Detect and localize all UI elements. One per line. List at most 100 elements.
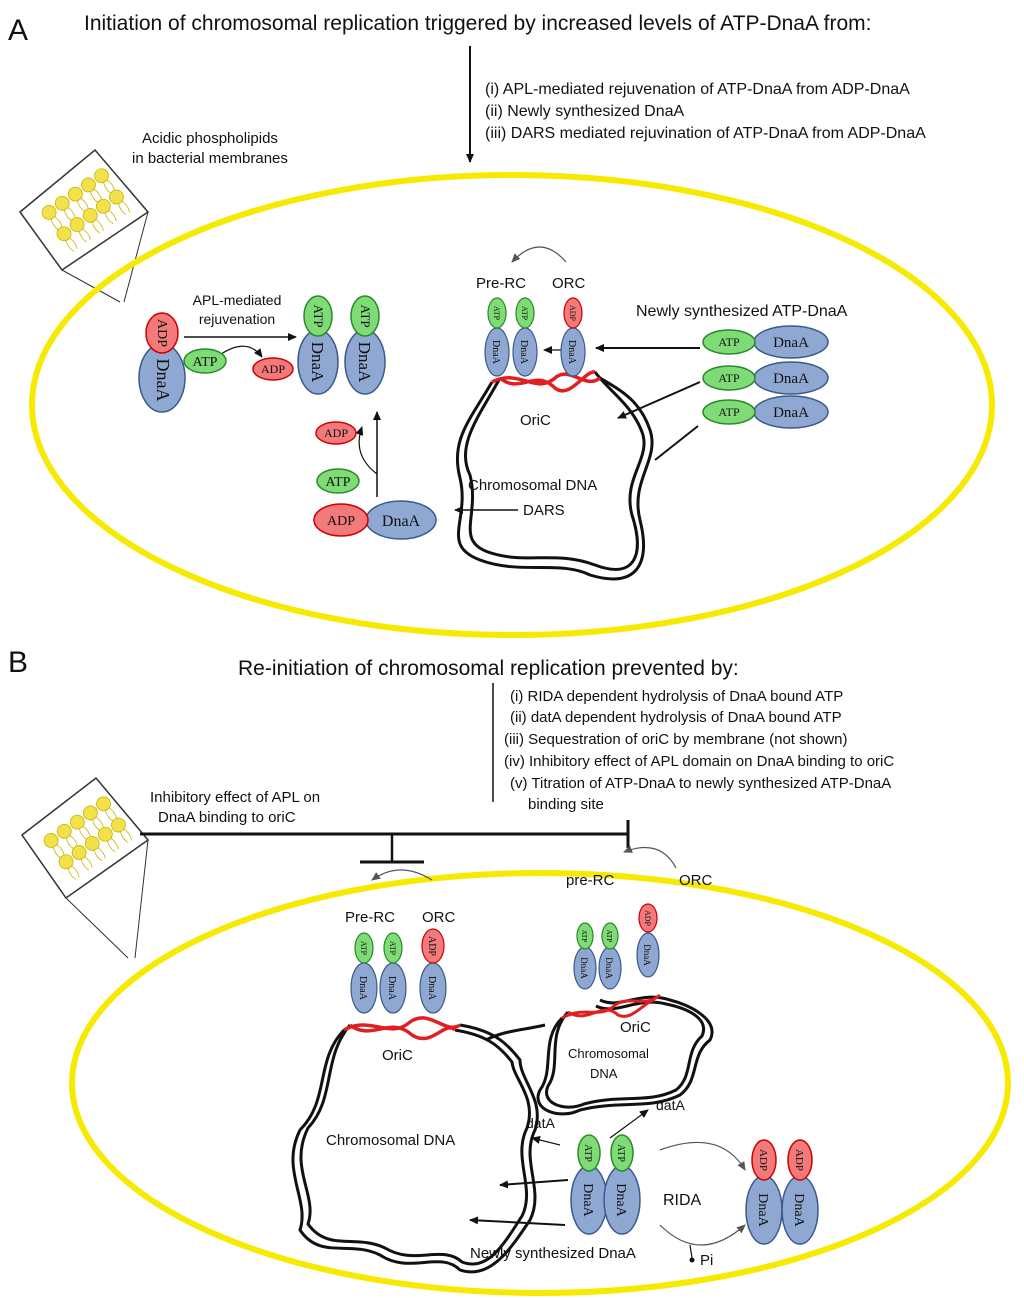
atp-label: ATP [605,930,613,943]
atp-label: ATP [582,1144,593,1162]
dnaa-label: DnaA [153,359,173,402]
dnaa-label: DnaA [566,340,577,365]
membrane-inset-b [20,776,150,959]
pi-dot [689,1257,695,1263]
chromosomal-dna-b-right [485,995,714,1116]
panel-b-letter: B [8,646,28,679]
atp-label: ATP [615,1144,626,1162]
chromosomal-label-b-right-1: Chromosomal [568,1046,649,1061]
prerc-label-a: Pre-RC [476,275,526,292]
oric-strands-a [491,370,602,393]
newly-synthesized-label-a: Newly synthesized ATP-DnaA [636,303,848,320]
pi-release-line [689,1244,693,1259]
dars-label: DARS [523,502,565,519]
inhibitory-label-line-1: Inhibitory effect of APL on [150,789,320,806]
dnaa-label: DnaA [386,976,397,1001]
atp-label: ATP [580,930,588,943]
adp-label: ADP [757,1149,769,1171]
data-arrow-right [609,1109,649,1139]
atp-pill-a-dars: ATP [316,468,360,494]
dnaa-label: DnaA [642,944,652,966]
adp-label: ADP [327,514,355,529]
new-dnaa-arrow-a-2 [617,381,701,419]
prerc-dnaa-a-1: DnaA ATP [484,297,510,377]
dnaa-label: DnaA [490,340,501,365]
prerc-dnaa-b-4: DnaA ATP [598,922,622,990]
membrane-label-line-1: Acidic phospholipids [142,130,278,147]
panel-a-list-item-2: (ii) Newly synthesized DnaA [485,103,685,120]
panel-a-title: Initiation of chromosomal replication tr… [84,12,871,35]
cell-outline-a [29,172,995,638]
adp-label: ADP [426,936,437,956]
dnaa-label: DnaA [580,1183,595,1217]
orc-dnaa-a: DnaA ADP [560,297,586,377]
dnaa-label: DnaA [355,342,374,383]
apl-label-line-2: rejuvenation [199,311,275,327]
apl-label-line-1: APL-mediated [193,292,282,308]
atp-label: ATP [388,941,397,956]
newly-synthesized-label-b: Newly synthesized DnaA [470,1245,636,1262]
dnaa-label: DnaA [357,976,368,1001]
panel-b-list-item-6: binding site [528,796,604,813]
adp-label: ADP [324,426,348,440]
chromosomal-dna-label-b: Chromosomal DNA [326,1132,455,1149]
dnaa-label: DnaA [773,405,809,421]
adp-dnaa-horizontal: DnaA ADP [313,500,437,540]
cell-outline-b [69,870,1011,1296]
new-dnaa-arrow-a-3 [654,425,699,461]
dnaa-label: DnaA [579,957,589,979]
adp-label: ADP [568,305,577,322]
dnaa-label: DnaA [382,513,421,530]
dnaa-label: DnaA [426,976,437,1001]
atp-label: ATP [718,371,740,385]
chromosomal-dna-b-left [291,1023,539,1274]
dnaa-label: DnaA [773,371,809,387]
adp-label: ADP [261,362,285,376]
membrane-inset-a [18,148,150,303]
data-label-left: datA [526,1115,555,1131]
atp-label: ATP [193,355,218,370]
rida-adp-dnaa-1: DnaA ADP [745,1139,783,1245]
adp-dnaa-complex-left: DnaA ADP [138,312,186,413]
dnaa-label: DnaA [518,340,529,365]
prerc-dnaa-a-2: DnaA ATP [512,297,538,377]
panel-b-list-item-4: (iv) Inhibitory effect of APL domain on … [504,753,894,770]
panel-b-list-item-1: (i) RIDA dependent hydrolysis of DnaA bo… [510,688,843,705]
membrane-label-line-2: in bacterial membranes [132,150,288,167]
dnaa-label: DnaA [604,957,614,979]
atp-label: ATP [492,306,501,321]
new-dnaa-arrow-b-1 [499,1179,569,1189]
panel-a-list-item-1: (i) APL-mediated rejuvenation of ATP-Dna… [485,81,910,98]
new-atp-dnaa-a-2: DnaA ATP [702,361,829,395]
oric-label-b-left: OriC [382,1047,413,1064]
prerc-dnaa-b-3: DnaA ATP [573,922,597,990]
rida-arrow-bottom [659,1224,746,1246]
dnaa-label: DnaA [308,342,327,383]
data-label-right: datA [656,1097,685,1113]
atp-dnaa-rejuvenated-2: DnaA ATP [344,295,386,395]
inhibitory-label-line-2: DnaA binding to oriC [158,809,296,826]
new-atp-dnaa-b-1: DnaA ATP [570,1134,608,1235]
chromosomal-label-b-right-2: DNA [590,1066,618,1081]
orc-label-a: ORC [552,275,586,292]
oric-label-b-right: OriC [620,1019,651,1036]
panel-a-list-item-3: (iii) DARS mediated rejuvination of ATP-… [485,125,926,142]
panel-a-letter: A [8,14,28,47]
atp-label: ATP [718,335,740,349]
prerc-dnaa-b-1: DnaA ATP [350,932,378,1014]
orc-dnaa-b-right: DnaA ADP [636,903,660,978]
chromosomal-dna-label-a: Chromosomal DNA [468,477,597,494]
adp-release-arrow [355,426,378,475]
orc-to-prerc-arrow-a [511,246,567,263]
panel-b-list-item-5: (v) Titration of ATP-DnaA to newly synth… [510,775,891,792]
chromosomal-dna-a [455,371,654,581]
oric-label-a: OriC [520,412,551,429]
atp-label: ATP [359,941,368,956]
adp-label: ADP [793,1149,805,1171]
prerc-label-b-lower: pre-RC [566,872,615,889]
orc-dnaa-b-left: DnaA ADP [419,928,447,1014]
rida-arrow-top [659,1141,746,1171]
pi-label: Pi [700,1252,713,1269]
panel-b-title: Re-initiation of chromosomal replication… [238,657,739,680]
